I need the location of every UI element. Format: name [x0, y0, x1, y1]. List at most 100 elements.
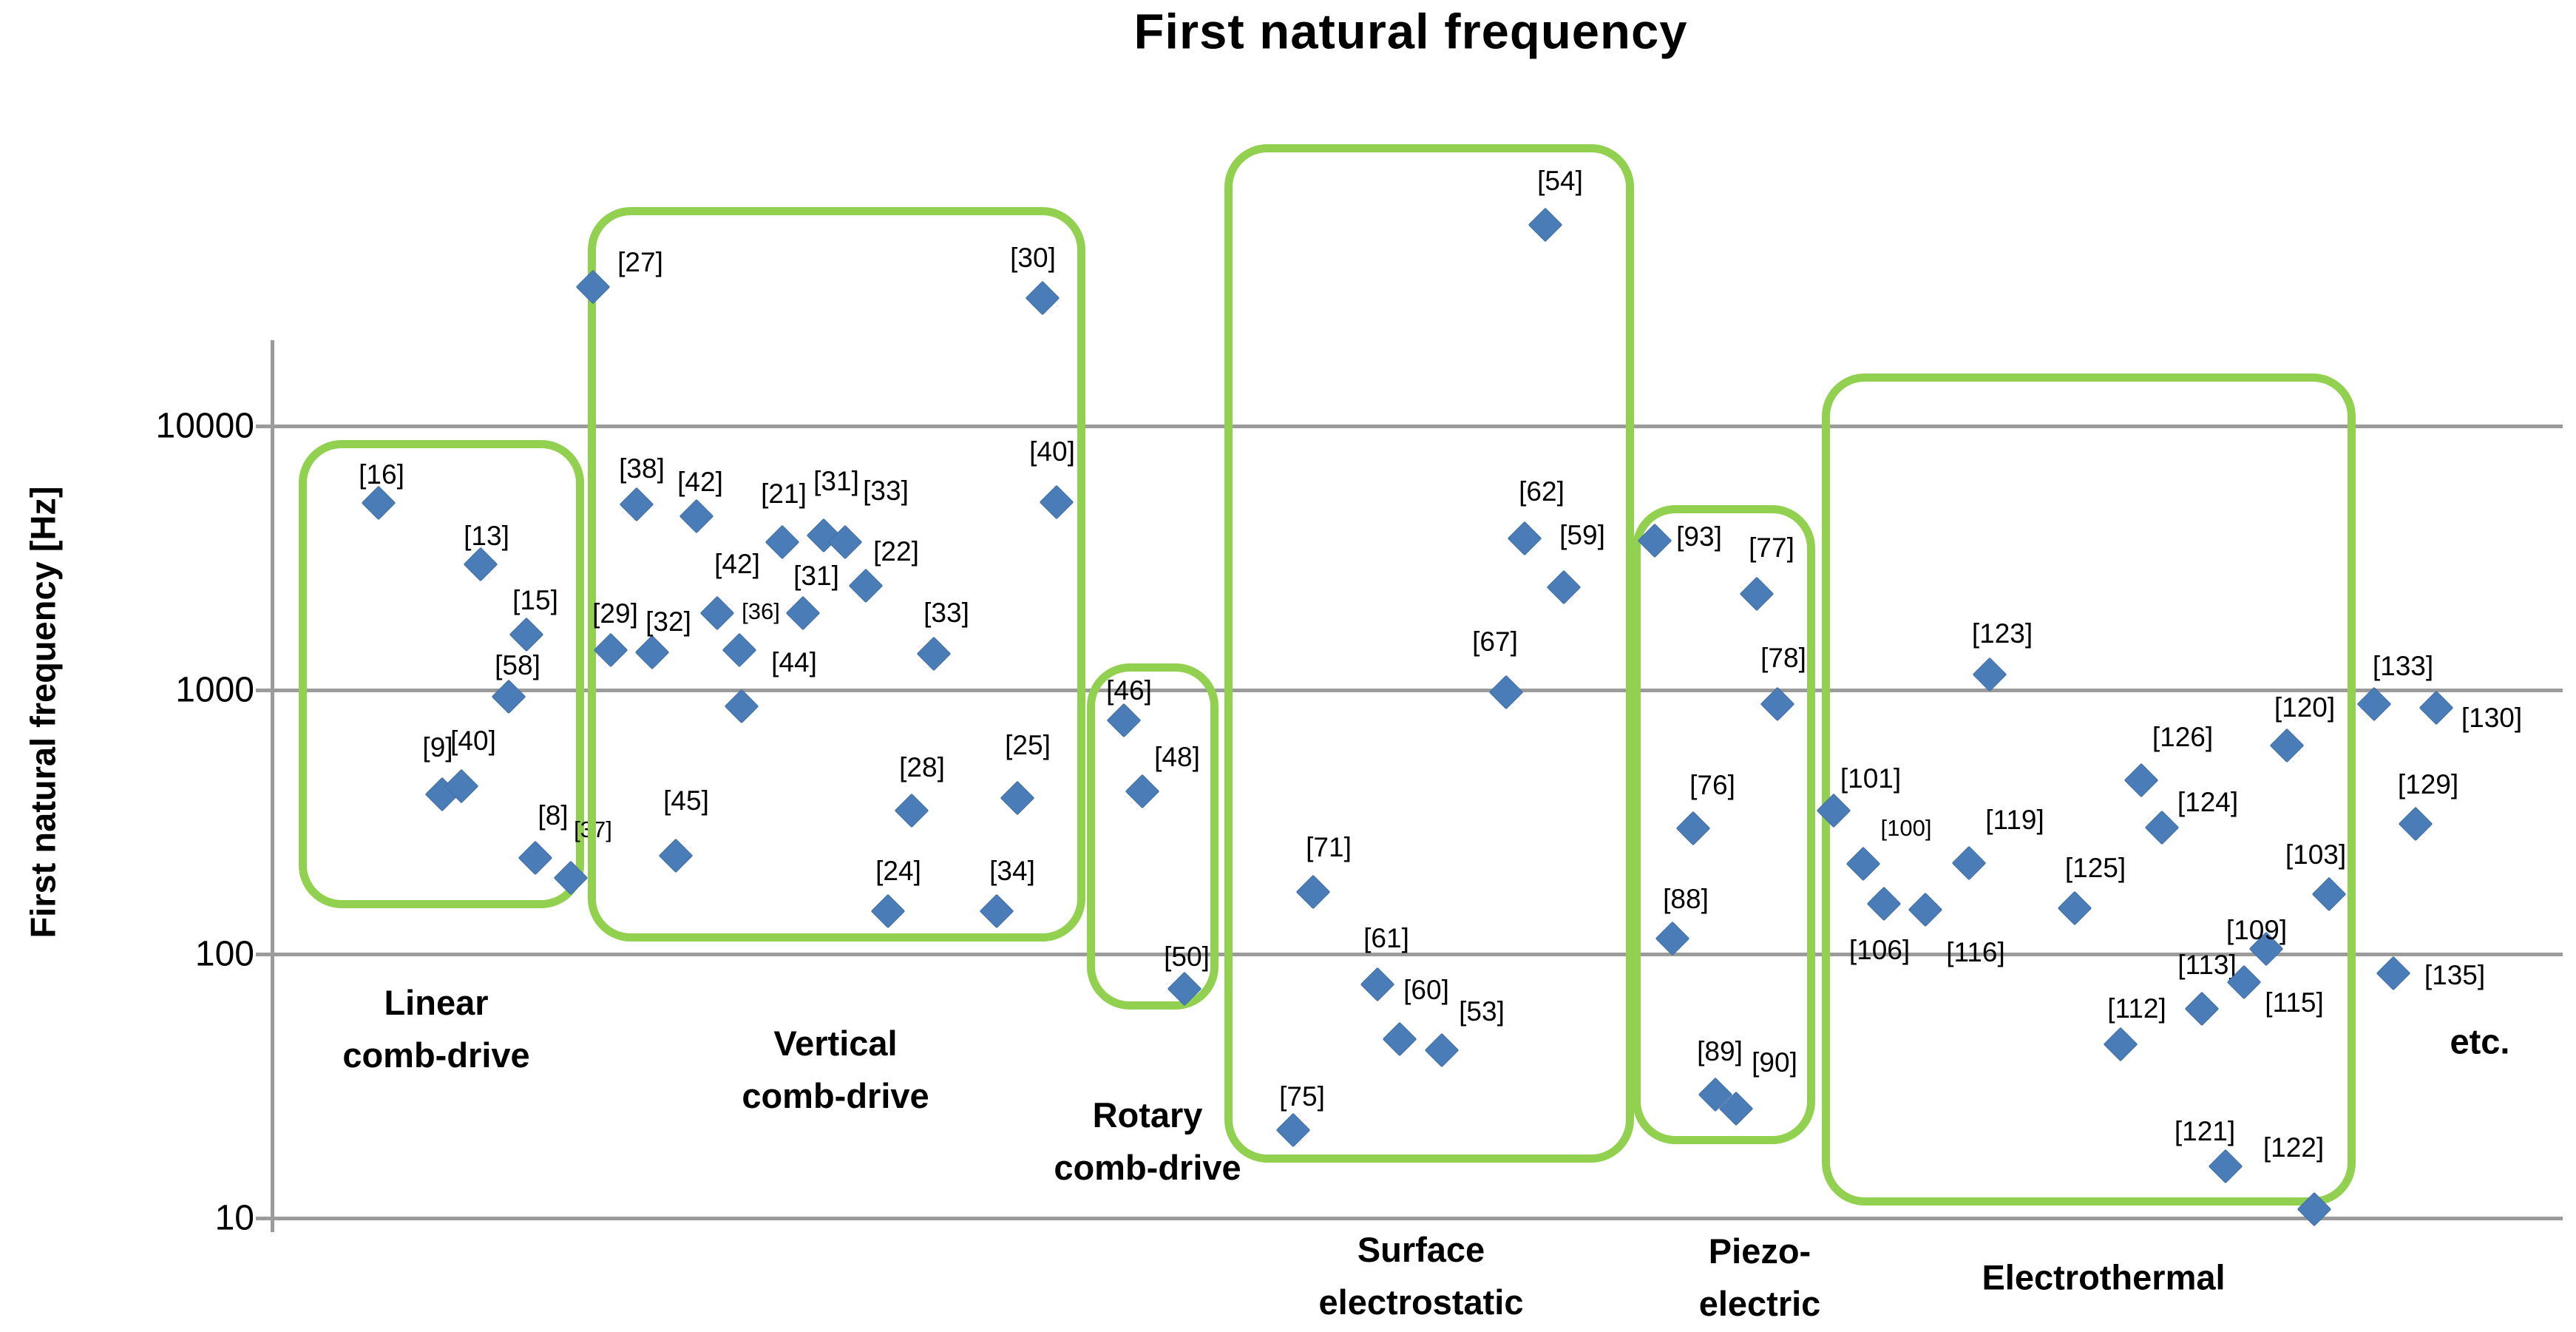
point-label-75: [75] [1279, 1081, 1325, 1112]
group-label-electrothermal: Electrothermal [1982, 1257, 2226, 1297]
point-label-116: [116] [1946, 937, 2005, 967]
point-label-126: [126] [2152, 722, 2214, 752]
point-label-59: [59] [1559, 520, 1605, 550]
point-label-120: [120] [2274, 692, 2336, 723]
point-label-40: [40] [1029, 436, 1075, 467]
point-label-33: [33] [863, 476, 909, 506]
point-label-112: [112] [2107, 993, 2166, 1024]
data-point-135 [2376, 956, 2411, 991]
point-label-48: [48] [1154, 742, 1200, 772]
point-label-106: [106] [1848, 935, 1911, 965]
point-label-133: [133] [2372, 651, 2434, 681]
group-box-rotary-comb-drive [1087, 663, 1218, 1010]
point-label-46: [46] [1106, 675, 1152, 706]
point-label-45: [45] [663, 785, 709, 816]
point-label-16: [16] [359, 459, 404, 490]
gridline-10 [271, 1217, 2563, 1220]
point-label-33: [33] [923, 598, 969, 628]
point-label-124: [124] [2177, 787, 2239, 817]
point-label-8: [8] [538, 800, 569, 831]
group-box-electrothermal [1822, 373, 2356, 1206]
point-label-121: [121] [2174, 1116, 2236, 1146]
point-label-32: [32] [645, 606, 691, 637]
point-label-22: [22] [873, 536, 919, 567]
point-label-130: [130] [2461, 703, 2523, 733]
y-tick-label-10000: 10000 [155, 406, 254, 446]
gridline-10000 [271, 425, 2563, 428]
y-axis-line [271, 340, 274, 1220]
point-label-40: [40] [450, 726, 496, 756]
y-tick-label-1000: 1000 [175, 670, 254, 710]
point-label-100: [100] [1880, 815, 1932, 841]
point-label-129: [129] [2397, 769, 2459, 799]
point-label-90: [90] [1752, 1047, 1797, 1078]
point-label-113: [113] [2177, 950, 2237, 980]
point-label-31: [31] [793, 561, 839, 591]
point-label-9: [9] [422, 732, 453, 763]
y-axis-title: First natural frequency [Hz] [23, 486, 63, 939]
gridline-1000 [271, 689, 2563, 692]
y-tick-10 [256, 1217, 271, 1220]
point-label-53: [53] [1459, 996, 1505, 1027]
point-label-62: [62] [1519, 476, 1565, 507]
point-label-60: [60] [1403, 975, 1449, 1005]
point-label-42: [42] [677, 467, 723, 497]
y-tick-label-100: 100 [194, 934, 254, 974]
point-label-28: [28] [899, 752, 945, 782]
y-tick-10000 [256, 425, 271, 428]
point-label-101: [101] [1840, 763, 1902, 794]
y-tick-100 [256, 953, 271, 956]
chart-title: First natural frequency [1133, 4, 1688, 60]
x-origin-tick [271, 1220, 274, 1232]
point-label-24: [24] [875, 856, 921, 886]
point-label-109: [109] [2226, 915, 2288, 945]
point-label-50: [50] [1164, 941, 1210, 972]
point-label-78: [78] [1760, 643, 1806, 673]
point-label-125: [125] [2064, 853, 2126, 883]
point-label-27: [27] [617, 247, 663, 277]
point-label-58: [58] [495, 650, 540, 680]
point-label-54: [54] [1537, 166, 1583, 196]
point-label-25: [25] [1005, 730, 1051, 760]
point-label-38: [38] [619, 453, 665, 484]
point-label-123: [123] [1971, 618, 2033, 649]
point-label-135: [135] [2424, 960, 2486, 990]
point-label-122: [122] [2263, 1132, 2325, 1163]
point-label-42: [42] [714, 549, 760, 579]
y-tick-label-10: 10 [214, 1198, 254, 1238]
point-label-13: [13] [464, 521, 509, 551]
point-label-119: [119] [1985, 805, 2044, 835]
point-label-36: [36] [742, 598, 780, 624]
point-label-88: [88] [1663, 884, 1709, 914]
point-label-29: [29] [592, 598, 638, 629]
group-box-vertical-comb-drive [588, 207, 1085, 941]
point-label-115: [115] [2265, 987, 2324, 1018]
group-label-piezo-electric: Piezo-electric [1698, 1231, 1821, 1323]
y-tick-1000 [256, 689, 271, 692]
gridline-100 [271, 953, 2563, 956]
point-label-103: [103] [2285, 839, 2347, 870]
data-point-129 [2398, 806, 2433, 842]
point-label-30: [30] [1010, 243, 1056, 273]
group-box-linear-comb-drive [299, 440, 584, 908]
point-label-15: [15] [512, 585, 558, 615]
point-label-61: [61] [1363, 923, 1409, 953]
point-label-71: [71] [1306, 832, 1352, 862]
group-box-surface-electrostatic [1224, 144, 1634, 1163]
point-label-76: [76] [1689, 770, 1735, 800]
data-point-130 [2419, 690, 2454, 726]
group-label-etc: etc. [2450, 1021, 2510, 1061]
point-label-77: [77] [1749, 533, 1794, 563]
point-label-31: [31] [813, 466, 859, 496]
point-label-93: [93] [1676, 521, 1722, 552]
point-label-34: [34] [989, 856, 1035, 886]
point-label-67: [67] [1472, 626, 1518, 657]
point-label-89: [89] [1697, 1036, 1743, 1066]
point-label-44: [44] [771, 647, 817, 677]
point-label-21: [21] [761, 479, 807, 509]
